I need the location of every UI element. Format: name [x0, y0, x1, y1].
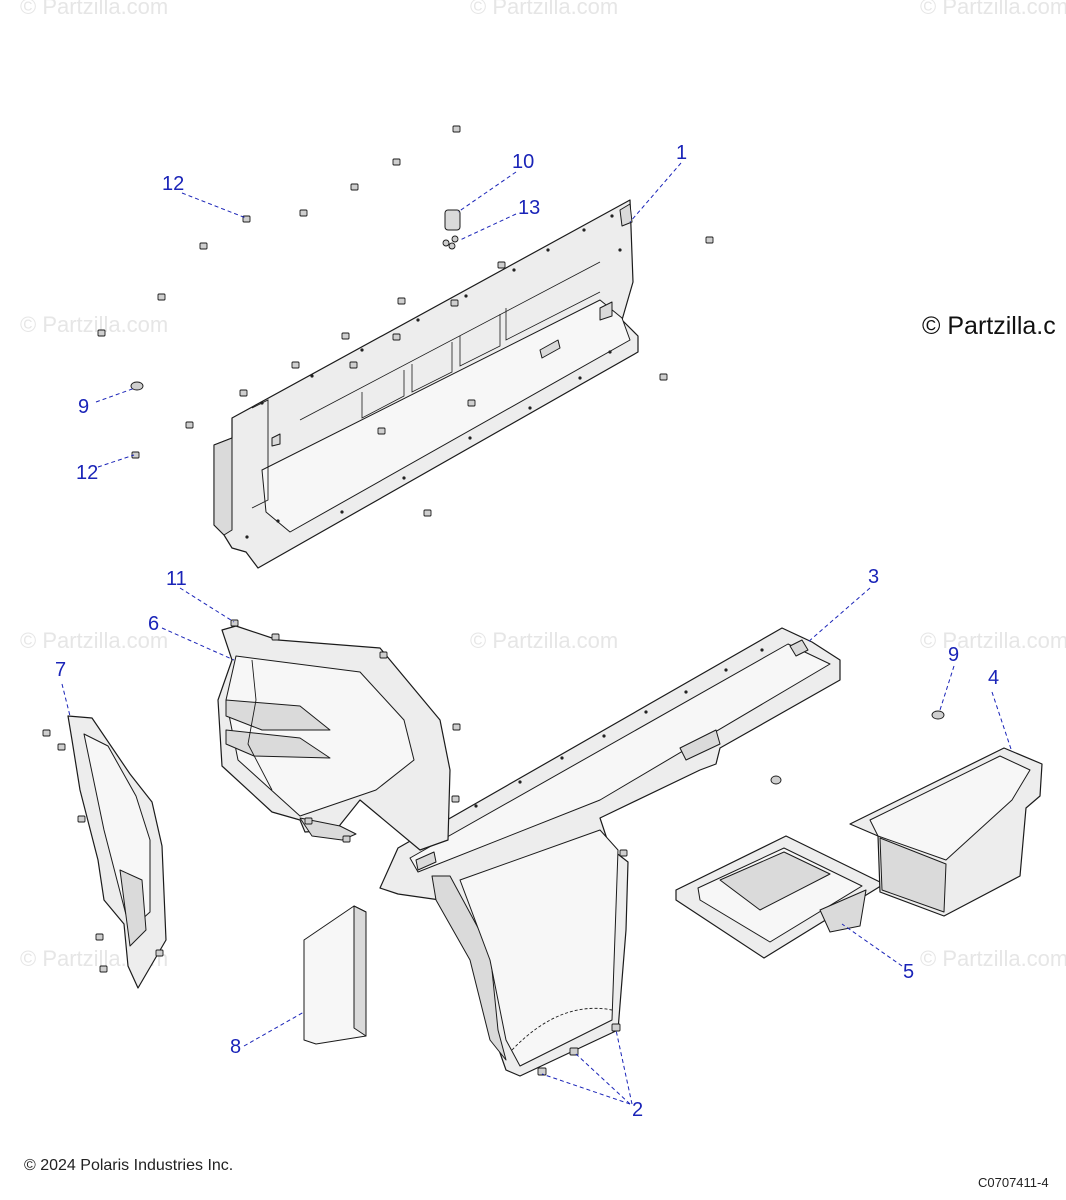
fasteners-group-top [97, 125, 714, 517]
part-7-bracket[interactable] [42, 715, 167, 989]
diagram-code: C0707411-4 [978, 1175, 1049, 1190]
copyright-notice: © 2024 Polaris Industries Inc. [24, 1157, 234, 1174]
watermark: © Partzilla.com [920, 946, 1066, 971]
callout-7[interactable]: 7 [55, 659, 67, 681]
partzilla-brand-mark: © Partzilla.c [922, 312, 1056, 340]
watermark: © Partzilla.com [470, 0, 619, 19]
callout-11[interactable]: 11 [166, 568, 187, 590]
callout-2[interactable]: 2 [632, 1099, 644, 1121]
part-5-tray[interactable] [675, 835, 885, 959]
watermark: © Partzilla.com [920, 0, 1066, 19]
callout-4[interactable]: 4 [988, 667, 1000, 689]
part-2-fasteners[interactable] [537, 775, 782, 1076]
callout-13[interactable]: 13 [518, 197, 541, 219]
leader-lines [61, 162, 1013, 1105]
callout-9[interactable]: 9 [948, 644, 960, 666]
callout-6[interactable]: 6 [148, 613, 160, 635]
part-6-side-panel[interactable] [217, 619, 461, 851]
callout-1[interactable]: 1 [676, 142, 688, 164]
watermark: © Partzilla.com [470, 628, 619, 653]
watermark: © Partzilla.com [920, 628, 1066, 653]
callout-8[interactable]: 8 [230, 1036, 242, 1058]
callout-10[interactable]: 10 [512, 151, 535, 173]
watermark: © Partzilla.com [20, 628, 169, 653]
part-8-pad[interactable] [303, 905, 367, 1045]
callout-12[interactable]: 12 [76, 462, 99, 484]
callout-3[interactable]: 3 [868, 566, 880, 588]
callout-9[interactable]: 9 [78, 396, 90, 418]
watermark: © Partzilla.com [20, 312, 169, 337]
part-4-bin[interactable] [849, 710, 1043, 917]
callout-12[interactable]: 12 [162, 173, 185, 195]
part-3-floor-tub[interactable] [379, 627, 841, 1077]
watermark: © Partzilla.com [20, 0, 169, 19]
part-1-rear-panel[interactable] [213, 199, 639, 569]
callout-5[interactable]: 5 [903, 961, 915, 983]
